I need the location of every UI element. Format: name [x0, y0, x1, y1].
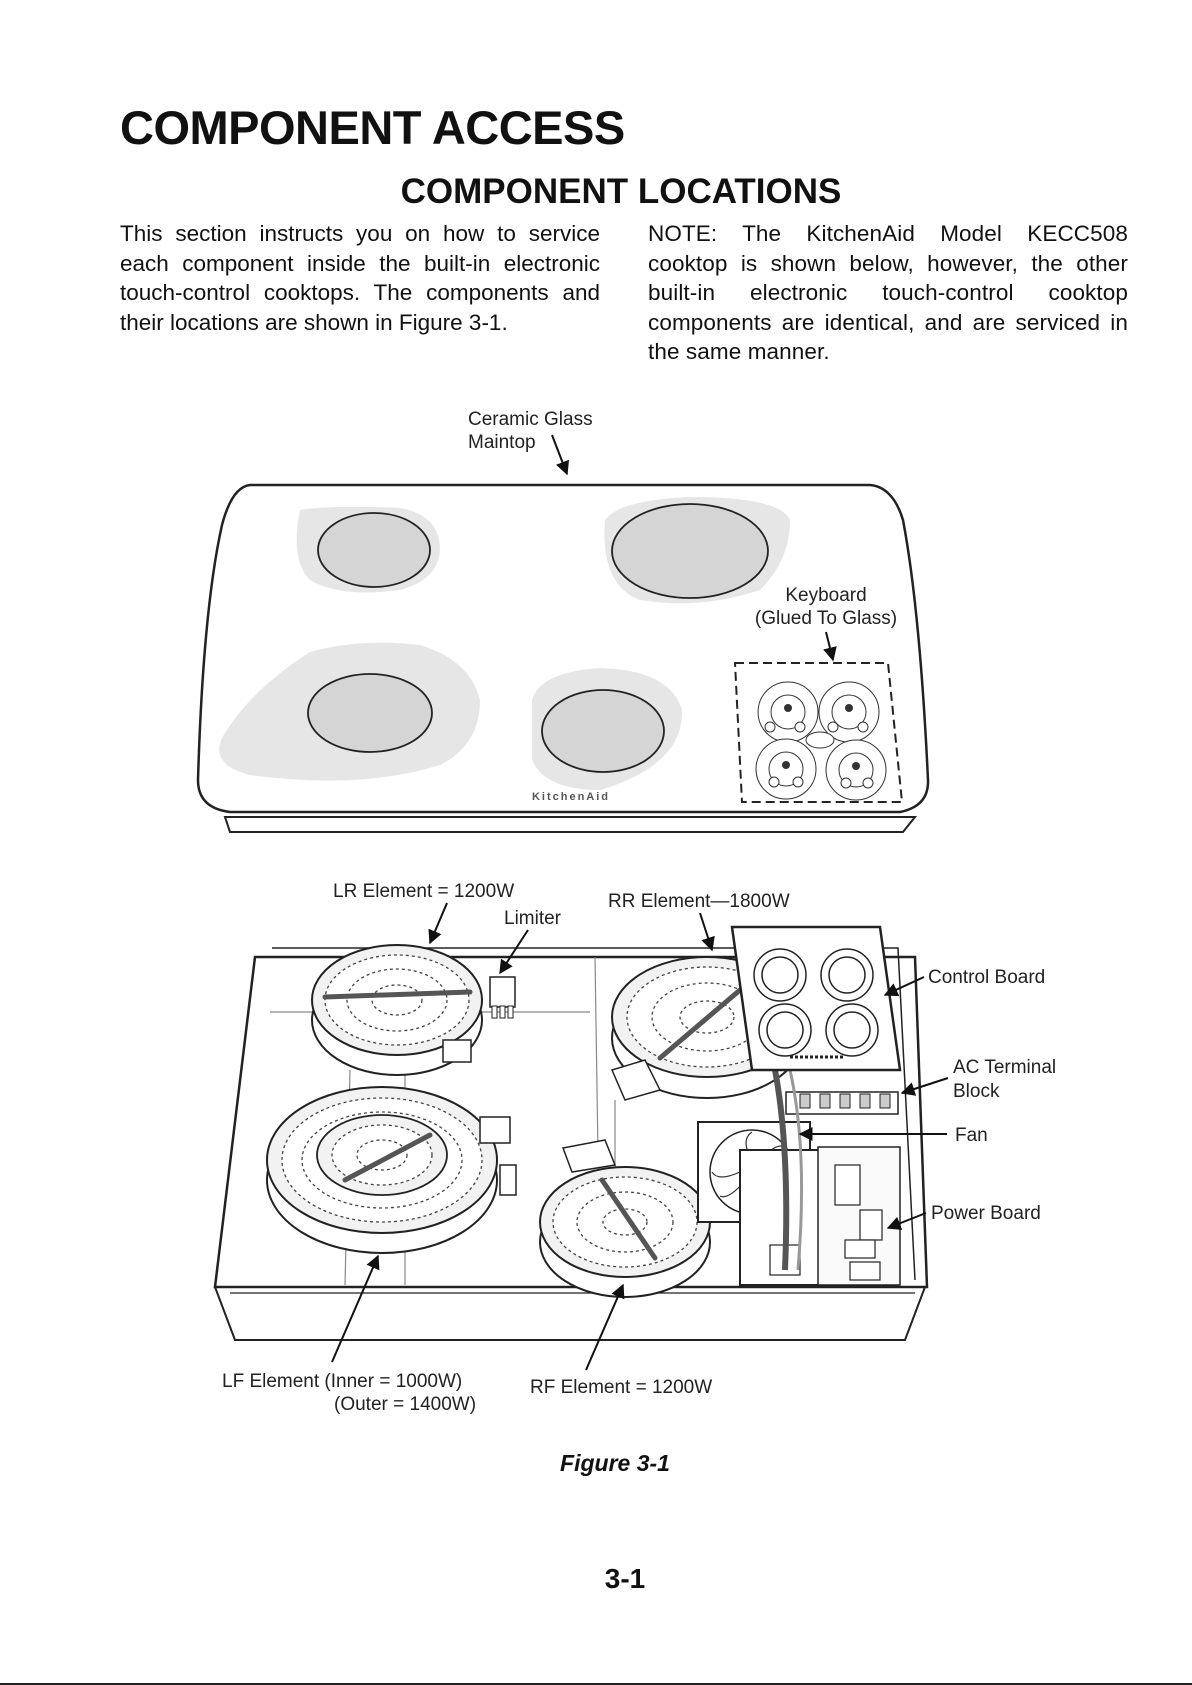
left-front-burner — [307, 673, 433, 753]
control-board-label: Control Board — [928, 967, 1045, 988]
ac-terminal-label-line2: Block — [953, 1081, 1000, 1102]
note-paragraph: NOTE: The KitchenAid Model KECC508 cookt… — [648, 221, 1128, 364]
bottom-rule — [0, 1683, 1192, 1685]
cooktop-top-view: KitchenAid Ceramic Glass Maintop — [196, 409, 930, 833]
ceramic-glass-label-line2: Maintop — [468, 432, 536, 453]
ac-terminal-label-line1: AC Terminal — [953, 1057, 1056, 1078]
keyboard-arrow — [823, 631, 837, 662]
brand-logo-text: KitchenAid — [532, 791, 610, 803]
figure-caption: Figure 3-1 — [560, 1450, 670, 1476]
lf-element — [266, 1086, 517, 1254]
left-rear-burner — [317, 512, 431, 588]
lr-element-arrow — [428, 902, 448, 945]
limiter — [442, 976, 516, 1063]
lf-element-label-line1: LF Element (Inner = 1000W) — [222, 1371, 462, 1392]
lr-element-label: LR Element = 1200W — [333, 881, 514, 902]
rf-element — [539, 1139, 711, 1298]
lr-element — [311, 944, 483, 1076]
ceramic-glass-label-line1: Ceramic Glass — [468, 409, 593, 430]
keyboard-panel — [733, 662, 904, 803]
rf-element-label: RF Element = 1200W — [530, 1377, 712, 1398]
power-board-label: Power Board — [931, 1203, 1041, 1224]
power-board — [739, 1146, 901, 1286]
section-title: COMPONENT ACCESS — [120, 101, 625, 154]
limiter-label: Limiter — [504, 908, 562, 929]
subsection-title: COMPONENT LOCATIONS — [400, 172, 842, 211]
intro-paragraph: This section instructs you on how to ser… — [120, 221, 600, 335]
right-rear-burner — [611, 503, 769, 599]
limiter-arrow — [499, 929, 529, 975]
component-locations-figure: KitchenAid Ceramic Glass Maintop — [196, 409, 1056, 1415]
cooktop-interior-view: LR Element = 1200W Limiter RR Element—18… — [213, 881, 1056, 1415]
rr-element-arrow — [699, 912, 715, 952]
right-front-burner — [541, 689, 665, 773]
fan-label: Fan — [955, 1125, 988, 1146]
lf-element-label-line2: (Outer = 1400W) — [334, 1394, 476, 1415]
control-board-arrow — [883, 976, 925, 997]
page-number: 3-1 — [604, 1563, 646, 1594]
ac-terminal-arrow — [900, 1077, 949, 1096]
rf-element-arrow — [585, 1283, 625, 1371]
control-board — [730, 925, 902, 1072]
power-board-arrow — [886, 1212, 927, 1230]
rr-element-label: RR Element—1800W — [608, 891, 790, 912]
keyboard-label-line2: (Glued To Glass) — [755, 608, 897, 629]
ceramic-glass-arrow — [551, 434, 570, 476]
ac-terminal-block — [785, 1091, 899, 1115]
keyboard-label-line1: Keyboard — [785, 585, 866, 606]
lf-element-arrow — [331, 1254, 380, 1363]
